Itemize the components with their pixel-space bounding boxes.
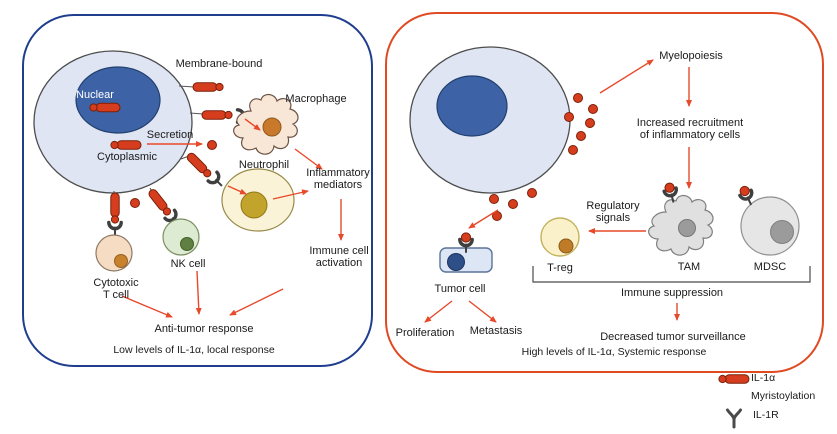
il1r-receptor-neutrophil [206,170,223,187]
mdsc-cell [740,196,800,256]
macrophage-to-mediators-arrow [294,148,323,170]
secreted-il1a-dot [130,198,140,208]
label-anti-tumor-response: Anti-tumor response [154,323,254,335]
caption-low-il1a: Low levels of IL-1α, local response [113,344,275,356]
label-cytotoxic-t-cell: Cytotoxic T cell [93,277,139,302]
label-myelopoiesis: Myelopoiesis [659,50,723,62]
legend-il1a-label: IL-1α [751,372,776,384]
producing-cell-right [409,46,571,194]
label-nk-cell: NK cell [170,258,206,270]
legend-il1a-icon [718,374,750,384]
legend-il1r-icon [726,408,742,429]
label-nuclear: Nuclear [76,89,114,101]
il1r-receptor-mdsc [738,185,754,206]
label-regulatory-signals: Regulatory signals [586,200,640,225]
il1a-capsule-nuclear [89,102,121,113]
label-immune-suppression: Immune suppression [620,287,724,299]
il1r-receptor-tcell [107,220,123,236]
nk-to-antitumor-arrow [195,270,202,315]
label-tam: TAM [677,261,701,273]
label-increased-recruitment: Increased recruitment of inflammatory ce… [636,117,744,142]
to-tumor-cell-arrow [468,209,499,229]
label-metastasis: Metastasis [469,325,523,337]
label-mdsc: MDSC [753,261,787,273]
label-secretion: Secretion [146,129,194,141]
label-proliferation: Proliferation [395,327,455,339]
label-macrophage: Macrophage [285,93,347,105]
t-reg-cell [540,217,580,257]
secreted-il1a-dot [207,140,217,150]
legend-il1r-label: IL-1R [753,409,779,421]
caption-high-il1a: High levels of IL-1α, Systemic response [521,346,707,358]
tam-cell [648,194,714,256]
label-t-reg: T-reg [547,262,573,274]
low-il1a-panel-border [22,14,373,367]
label-tumor-cell: Tumor cell [434,283,486,295]
label-immune-cell-activation: Immune cell activation [309,245,369,270]
to-myelopoiesis-arrow [599,59,654,94]
neutrophil-to-mediators-arrow [272,189,309,200]
label-cytoplasmic: Cytoplasmic [97,151,157,163]
tumor-cell [439,247,493,273]
il1a-capsule-membrane-macrophage [201,110,233,120]
tumor-to-proliferation-arrow [424,300,453,323]
label-neutrophil: Neutrophil [238,159,290,171]
il1a-capsule-cytoplasmic [110,140,142,150]
label-membrane-bound: Membrane-bound [175,58,263,70]
label-inflammatory-mediators: Inflammatory mediators [306,167,370,192]
il1a-capsule-to-nk [148,189,172,216]
secreted-il1a-dots-cluster [564,93,598,155]
high-il1a-panel-border [385,12,824,373]
neutrophil-cell [221,168,295,232]
tumor-to-metastasis-arrow [468,300,497,323]
legend-myristoylation-label: Myristoylation [751,390,816,402]
secreted-il1a-dots-cluster [489,188,537,221]
cytotoxic-t-cell [95,234,133,272]
il1a-capsule-to-neutrophil [186,152,212,178]
il1r-receptor-tumor [458,232,474,253]
activation-to-antitumor-arrow [229,288,284,316]
nk-cell [162,218,200,256]
neutrophil-activation-arrow [227,185,247,195]
macrophage-activation-arrow [244,118,261,131]
il1a-capsule-to-tcell [110,192,120,224]
label-decreased-tumor-surveillance: Decreased tumor surveillance [600,331,746,343]
tcell-to-antitumor-arrow [121,295,173,318]
il1r-receptor-tam [662,182,678,203]
il1a-capsule-membrane-top [192,82,224,92]
producing-cell-left [33,50,193,194]
macrophage-cell [233,93,299,155]
immune-suppression-bracket [532,266,811,283]
